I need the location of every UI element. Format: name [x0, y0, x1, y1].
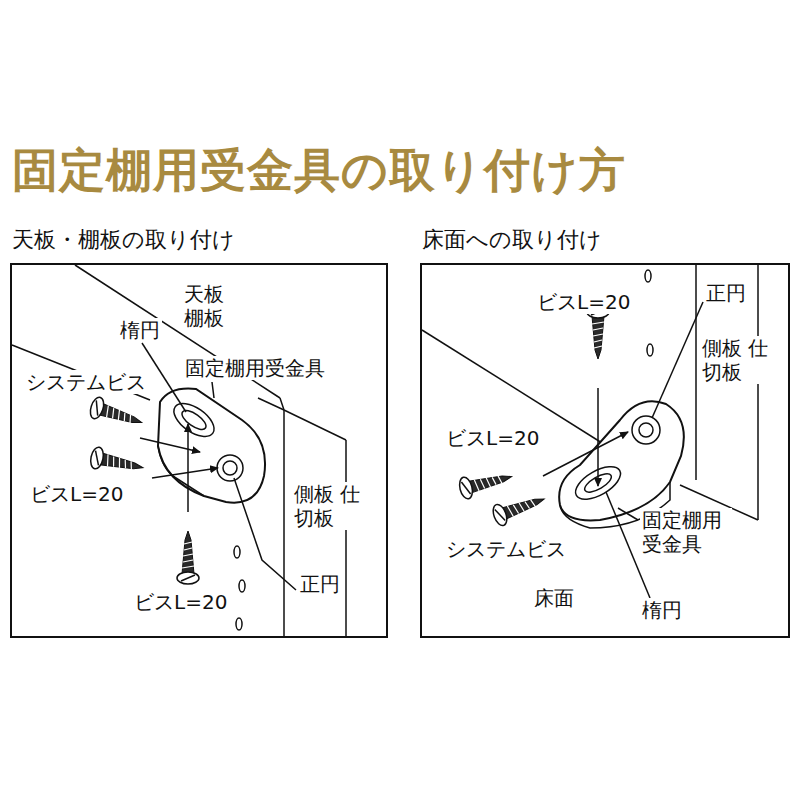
part-label: 固定棚用受金具: [183, 356, 327, 380]
part-label: システムビス: [444, 537, 568, 561]
part-label: 楕円: [118, 318, 162, 342]
part-label: 床面: [532, 586, 576, 610]
part-label: システムビス: [24, 370, 148, 394]
part-label: 正円: [298, 572, 342, 596]
panel-heading: 床面への取り付け: [422, 225, 602, 255]
part-label: ビスL=20: [28, 482, 125, 506]
panel-box: 床面への取り付け: [420, 263, 790, 638]
part-label: 天板 棚板: [182, 282, 238, 330]
part-label: ビスL=20: [444, 426, 541, 450]
part-label: 楕円: [640, 598, 684, 622]
part-label: 側板 仕切板: [700, 336, 776, 384]
part-label: 固定棚用 受金具: [640, 508, 732, 556]
part-label: 正円: [704, 281, 748, 305]
diagram-title: 固定棚用受金具の取り付け方: [12, 140, 626, 202]
panel-heading: 天板・棚板の取り付け: [12, 225, 235, 255]
part-label: ビスL=20: [535, 290, 632, 314]
part-label: ビスL=20: [132, 590, 229, 614]
part-label: 側板 仕切板: [292, 482, 368, 530]
